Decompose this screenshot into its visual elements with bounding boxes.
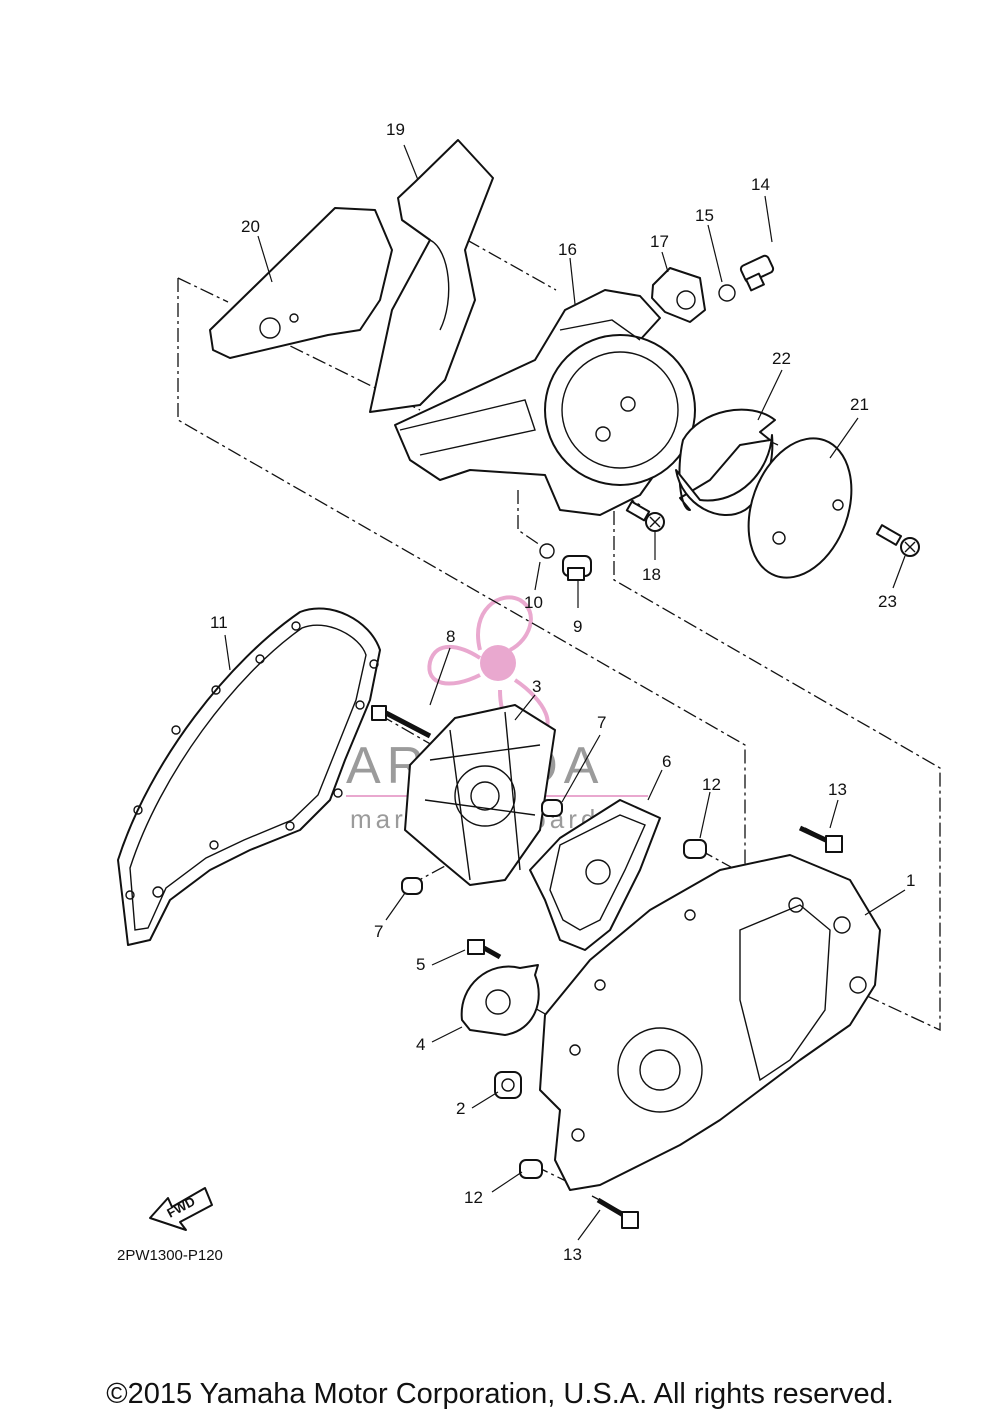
part-4-seal-plate (460, 964, 540, 1036)
callout-23: 23 (878, 592, 897, 611)
callout-12-b: 12 (464, 1188, 483, 1207)
part-12-dowel-b (519, 1159, 543, 1179)
part-2-plug (494, 1071, 522, 1099)
callout-2: 2 (456, 1099, 465, 1118)
callout-13-a: 13 (828, 780, 847, 799)
part-6-gasket (529, 799, 661, 951)
fwd-arrow-icon: FWD (149, 1187, 213, 1231)
part-19-shield (369, 139, 494, 413)
callout-4: 4 (416, 1035, 425, 1054)
callout-8: 8 (446, 627, 455, 646)
part-18-screw (625, 500, 665, 532)
callout-19: 19 (386, 120, 405, 139)
part-13-bolt-b (596, 1197, 639, 1229)
callout-11: 11 (210, 613, 228, 632)
part-23-screw (875, 524, 920, 557)
callout-labels: 1 2 3 4 5 6 7 7 8 9 10 11 12 12 13 13 14… (210, 120, 915, 1264)
copyright-notice: ©2015 Yamaha Motor Corporation, U.S.A. A… (106, 1378, 894, 1410)
callout-7-a: 7 (597, 713, 606, 732)
callout-10: 10 (524, 593, 543, 612)
part-13-bolt-a (798, 825, 843, 853)
callout-16: 16 (558, 240, 577, 259)
part-21-disc (747, 437, 853, 579)
part-5-bolt (467, 939, 502, 960)
callout-3: 3 (532, 677, 541, 696)
callout-20: 20 (241, 217, 260, 236)
part-14-plug (739, 254, 775, 292)
callout-14: 14 (751, 175, 770, 194)
part-7-dowel-b (401, 877, 423, 895)
part-20-plate (209, 207, 393, 359)
part-8-bolt (371, 705, 432, 739)
part-16-duct (394, 289, 696, 516)
part-11-gasket (117, 607, 381, 946)
callout-22: 22 (772, 349, 791, 368)
part-12-dowel-a (683, 839, 707, 859)
callout-12-a: 12 (702, 775, 721, 794)
callout-5: 5 (416, 955, 425, 974)
callout-1: 1 (906, 871, 915, 890)
callout-9: 9 (573, 617, 582, 636)
diagram-code: 2PW1300-P120 (117, 1247, 223, 1264)
callout-21: 21 (850, 395, 869, 414)
callout-6: 6 (662, 752, 671, 771)
part-9-plug (562, 555, 592, 581)
callout-18: 18 (642, 565, 661, 584)
callout-13-b: 13 (563, 1245, 582, 1264)
part-7-dowel-a (541, 799, 563, 817)
callout-17: 17 (650, 232, 669, 251)
part-3-cover (404, 704, 556, 886)
callout-7-b: 7 (374, 922, 383, 941)
part-10-o-ring (539, 543, 555, 559)
part-1-crankcase-cover (539, 854, 881, 1191)
part-15-o-ring (718, 284, 736, 302)
leader-lines (224, 144, 906, 1241)
callout-15: 15 (695, 206, 714, 225)
